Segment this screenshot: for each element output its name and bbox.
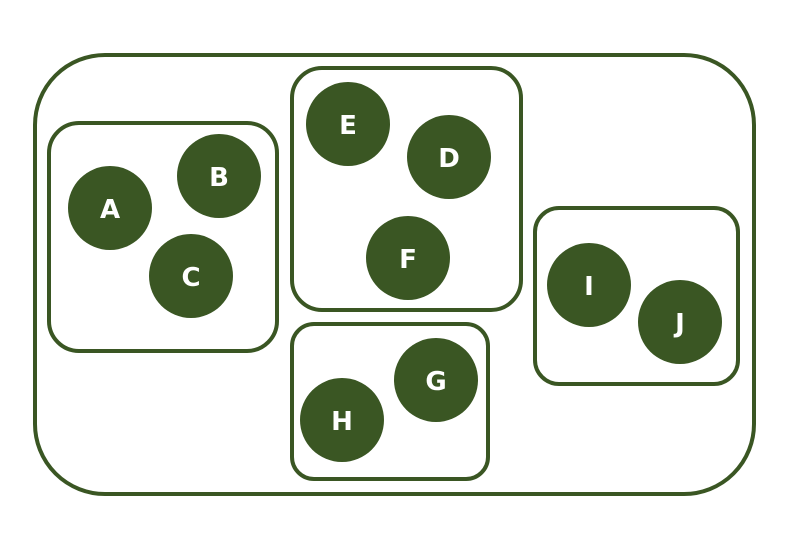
node-e-label: E bbox=[339, 111, 357, 141]
node-a: A bbox=[68, 166, 152, 250]
node-b: B bbox=[177, 134, 261, 218]
node-d-label: D bbox=[438, 144, 460, 174]
node-b-label: B bbox=[209, 163, 229, 193]
node-i-label: I bbox=[584, 272, 594, 302]
outer-container bbox=[33, 53, 756, 496]
node-h-label: H bbox=[331, 407, 353, 437]
node-j: J bbox=[638, 280, 722, 364]
node-c-label: C bbox=[181, 263, 200, 293]
node-i: I bbox=[547, 243, 631, 327]
group-gh-box bbox=[290, 322, 490, 481]
group-ij-box bbox=[533, 206, 740, 386]
node-g: G bbox=[394, 338, 478, 422]
node-e: E bbox=[306, 82, 390, 166]
node-f-label: F bbox=[399, 245, 417, 275]
node-c: C bbox=[149, 234, 233, 318]
node-d: D bbox=[407, 115, 491, 199]
node-a-label: A bbox=[100, 195, 120, 225]
group-abc-box bbox=[47, 121, 279, 353]
node-f: F bbox=[366, 216, 450, 300]
node-g-label: G bbox=[425, 367, 446, 397]
group-def-box bbox=[290, 66, 523, 312]
node-h: H bbox=[300, 378, 384, 462]
node-j-label: J bbox=[673, 309, 685, 339]
